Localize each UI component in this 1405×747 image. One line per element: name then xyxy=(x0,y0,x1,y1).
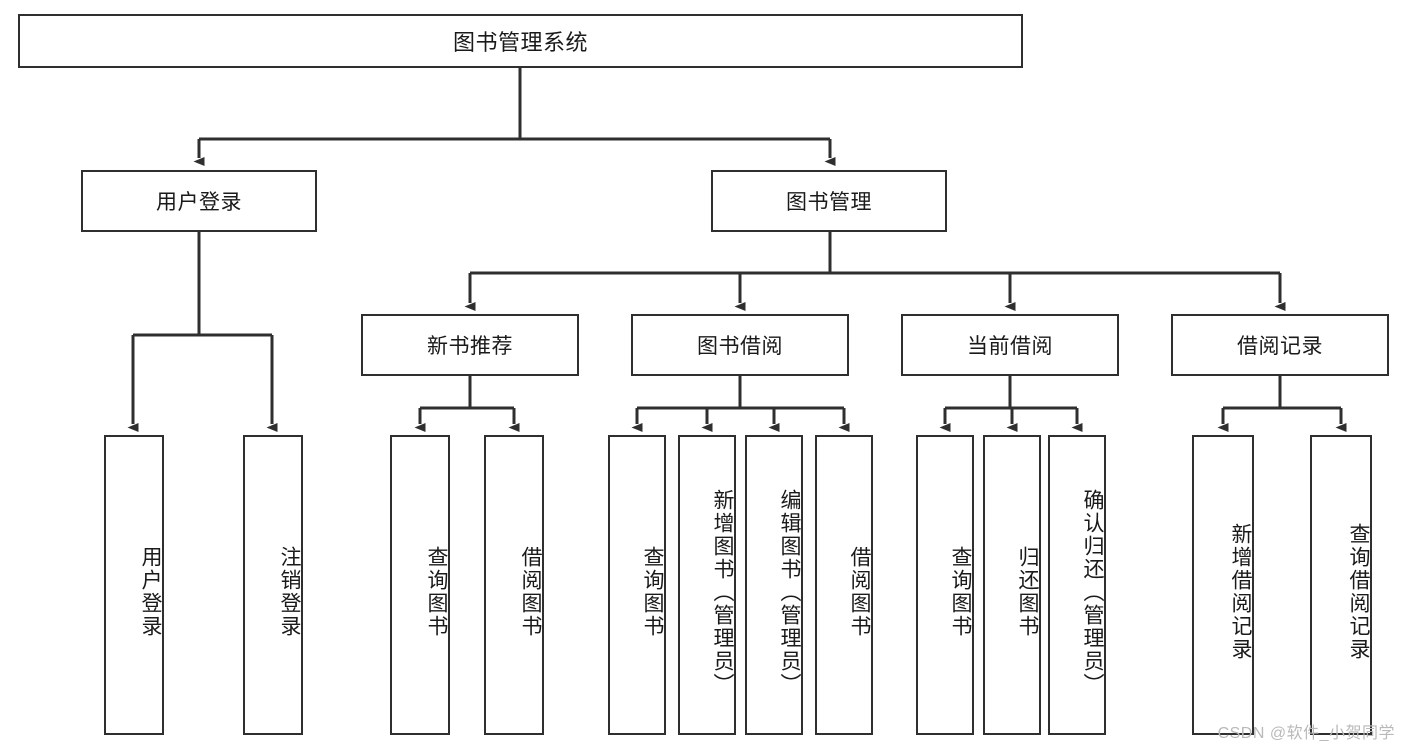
node-leaf-query-borrow-record[interactable]: 查询借阅记录 xyxy=(1310,435,1372,735)
node-user-login-label: 用户登录 xyxy=(156,191,242,214)
node-book-management[interactable]: 图书管理 xyxy=(711,170,947,232)
node-leaf-add-borrow-record-label: 新增借阅记录 xyxy=(1229,523,1252,661)
node-leaf-borrow-book-1-label: 借阅图书 xyxy=(519,546,542,638)
node-leaf-borrow-book-2-label: 借阅图书 xyxy=(848,546,871,638)
node-leaf-edit-book-admin-label: 编辑图书（管理员） xyxy=(778,488,801,696)
node-borrow-record-label: 借阅记录 xyxy=(1237,335,1323,358)
node-leaf-query-book-2[interactable]: 查询图书 xyxy=(608,435,666,735)
node-current-borrow[interactable]: 当前借阅 xyxy=(901,314,1119,376)
node-leaf-query-book-1[interactable]: 查询图书 xyxy=(390,435,450,735)
node-leaf-query-book-3[interactable]: 查询图书 xyxy=(916,435,974,735)
node-leaf-borrow-book-1[interactable]: 借阅图书 xyxy=(484,435,544,735)
node-leaf-user-login-label: 用户登录 xyxy=(139,546,162,638)
node-leaf-query-borrow-record-label: 查询借阅记录 xyxy=(1347,523,1370,661)
node-leaf-query-book-2-label: 查询图书 xyxy=(641,546,664,638)
node-leaf-query-book-3-label: 查询图书 xyxy=(949,546,972,638)
node-borrow-record[interactable]: 借阅记录 xyxy=(1171,314,1389,376)
node-book-borrow-label: 图书借阅 xyxy=(697,335,783,358)
node-leaf-query-book-1-label: 查询图书 xyxy=(425,546,448,638)
node-leaf-add-book-admin[interactable]: 新增图书（管理员） xyxy=(678,435,736,735)
node-leaf-add-borrow-record[interactable]: 新增借阅记录 xyxy=(1192,435,1254,735)
node-leaf-logout-login[interactable]: 注销登录 xyxy=(243,435,303,735)
node-leaf-confirm-return-admin[interactable]: 确认归还（管理员） xyxy=(1048,435,1106,735)
node-leaf-borrow-book-2[interactable]: 借阅图书 xyxy=(815,435,873,735)
node-leaf-add-book-admin-label: 新增图书（管理员） xyxy=(711,488,734,696)
node-root-label: 图书管理系统 xyxy=(452,30,588,55)
node-new-book-recommend[interactable]: 新书推荐 xyxy=(361,314,579,376)
node-user-login[interactable]: 用户登录 xyxy=(81,170,317,232)
node-leaf-edit-book-admin[interactable]: 编辑图书（管理员） xyxy=(745,435,803,735)
node-current-borrow-label: 当前借阅 xyxy=(967,335,1053,358)
node-leaf-return-book[interactable]: 归还图书 xyxy=(983,435,1041,735)
node-root[interactable]: 图书管理系统 xyxy=(18,14,1023,68)
node-new-book-recommend-label: 新书推荐 xyxy=(427,335,513,358)
node-leaf-user-login[interactable]: 用户登录 xyxy=(104,435,164,735)
node-book-borrow[interactable]: 图书借阅 xyxy=(631,314,849,376)
node-book-management-label: 图书管理 xyxy=(786,191,872,214)
node-leaf-confirm-return-admin-label: 确认归还（管理员） xyxy=(1081,488,1104,696)
node-leaf-return-book-label: 归还图书 xyxy=(1016,546,1039,638)
node-leaf-logout-login-label: 注销登录 xyxy=(278,546,301,638)
